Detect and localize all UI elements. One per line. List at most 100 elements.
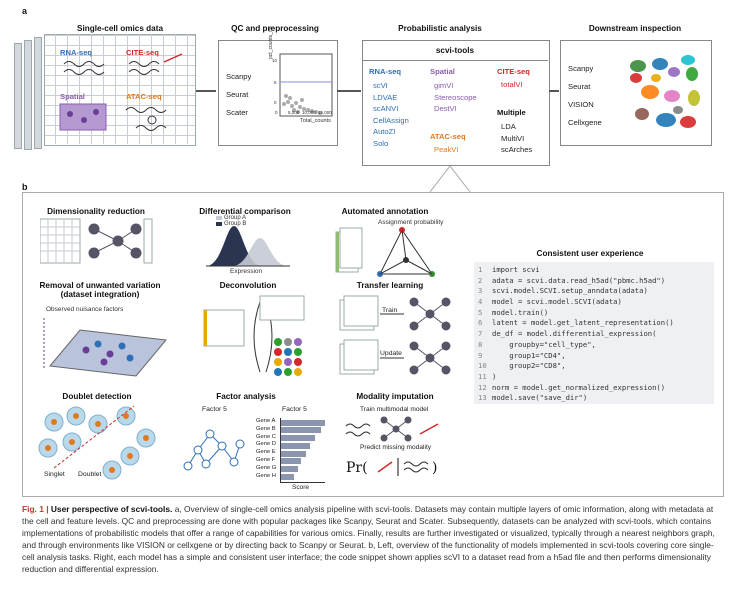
spatial-head: Spatial bbox=[430, 67, 455, 76]
multiple-head: Multiple bbox=[497, 108, 526, 117]
gene-f: Gene F bbox=[256, 456, 276, 463]
code-line: 8 groupby="cell_type", bbox=[478, 339, 596, 349]
qc-ytick-2: 10 bbox=[272, 58, 278, 63]
update-label: Update bbox=[380, 350, 402, 357]
group-b-label: Group B bbox=[224, 221, 247, 227]
cite-head: CITE-seq bbox=[497, 67, 530, 76]
qc-xtick-0: 0 bbox=[275, 110, 278, 115]
omics-glyphs bbox=[59, 53, 183, 131]
model-destvi: DestVI bbox=[434, 104, 457, 113]
score-bar bbox=[281, 419, 325, 426]
atac-head: ATAC-seq bbox=[430, 132, 466, 141]
qc-scatter-plot bbox=[279, 53, 333, 117]
down-tool-cellxgene: Cellxgene bbox=[568, 118, 602, 127]
qc-tool-scanpy: Scanpy bbox=[226, 72, 252, 81]
rna-models: scVI LDVAE scANVI CellAssign AutoZI Solo bbox=[373, 80, 409, 149]
down-tool-vision: VISION bbox=[568, 100, 594, 109]
qc-plot-ylabel: pct_counts_mt bbox=[268, 26, 274, 59]
code-text: model = scvi.model.SCVI(adata) bbox=[492, 297, 622, 307]
gene-a: Gene A bbox=[256, 418, 276, 424]
atac-seq-label: ATAC-seq bbox=[126, 92, 162, 101]
group-a-label: Group A bbox=[224, 215, 247, 221]
callout-triangle bbox=[430, 165, 470, 193]
model-autozi: AutoZI bbox=[373, 127, 396, 136]
qc-tool-seurat: Seurat bbox=[226, 90, 249, 99]
model-scarches: scArches bbox=[501, 145, 533, 154]
gene-b: Gene B bbox=[256, 425, 276, 432]
score-bar bbox=[281, 450, 306, 457]
modimp-title: Modality imputation bbox=[356, 392, 434, 401]
code-text: latent = model.get_latent_representation… bbox=[492, 318, 674, 328]
qc-title: QC and preprocessing bbox=[231, 24, 319, 33]
panel-b-letter: b bbox=[22, 182, 28, 192]
code-line: 11) bbox=[478, 371, 497, 381]
panel-b-frame bbox=[22, 192, 724, 497]
rna-seq-label: RNA-seq bbox=[60, 48, 93, 57]
qc-xtick-1: 5,000 bbox=[288, 110, 300, 115]
model-ldvae: LDVAE bbox=[373, 92, 398, 102]
rna-head: RNA-seq bbox=[369, 67, 402, 76]
arrow-2 bbox=[337, 90, 361, 92]
doublet-graphic bbox=[38, 405, 156, 480]
spatial-models: gimVI Stereoscope DestVI bbox=[434, 80, 477, 115]
pr-formula-graphic: Pr( ) bbox=[346, 458, 437, 476]
caption-body: a, Overview of single-cell omics analysi… bbox=[22, 504, 715, 575]
panel-a-letter: a bbox=[22, 6, 28, 16]
score-bar bbox=[281, 442, 311, 449]
code-text: de_df = model.differential_expression( bbox=[492, 329, 657, 339]
scvi-title: scvi-tools bbox=[435, 46, 475, 55]
factor-title: Factor analysis bbox=[216, 392, 276, 401]
gene-d: Gene D bbox=[256, 441, 276, 448]
umap-embedding bbox=[630, 55, 700, 128]
code-text: model.train() bbox=[492, 307, 549, 317]
model-solo: Solo bbox=[373, 138, 389, 148]
dimred-title: Dimensionality reduction bbox=[47, 207, 145, 216]
autoanno-title: Automated annotation bbox=[341, 207, 429, 216]
code-text: scvi.model.SCVI.setup_anndata(adata) bbox=[492, 286, 648, 296]
code-text: model.save("save_dir") bbox=[492, 393, 588, 403]
autoanno-graphic bbox=[335, 227, 435, 277]
caption-title: User perspective of scvi-tools. bbox=[50, 504, 173, 514]
code-text: ) bbox=[492, 371, 497, 381]
qc-xtick-2: 10,000 bbox=[302, 110, 316, 115]
code-text: adata = scvi.data.read_h5ad("pbmc.h5ad") bbox=[492, 275, 666, 285]
doublet-label: Doublet bbox=[78, 471, 102, 478]
arrow-1 bbox=[196, 90, 216, 92]
train-multi-label: Train multimodal model bbox=[360, 406, 429, 413]
model-scanvi: scANVI bbox=[373, 104, 399, 113]
code-text: norm = model.get_normalized_expression() bbox=[492, 382, 666, 392]
predict-missing-label: Predict missing modality bbox=[360, 444, 432, 451]
scvi-header bbox=[362, 40, 548, 61]
factor5-left: Factor 5 bbox=[202, 406, 227, 413]
down-tool-scanpy: Scanpy bbox=[568, 64, 594, 73]
code-text: import scvi bbox=[492, 265, 540, 274]
scvi-box bbox=[362, 40, 550, 166]
score-bar bbox=[281, 435, 316, 442]
arrow-3 bbox=[549, 90, 559, 92]
expression-label: Expression bbox=[230, 268, 263, 275]
code-line: 9 group1="CD4", bbox=[478, 350, 566, 360]
model-stereoscope: Stereoscope bbox=[434, 92, 477, 102]
prob-title: Probabilistic analysis bbox=[398, 24, 482, 33]
score-bars bbox=[280, 418, 325, 483]
svg-text:Pr(: Pr( bbox=[346, 460, 368, 476]
removal-graphic bbox=[43, 318, 167, 377]
caption-fig-label: Fig. 1 | bbox=[22, 504, 49, 514]
qc-ytick-0: 0 bbox=[274, 100, 277, 105]
gene-h: Gene H bbox=[256, 472, 276, 479]
singlet-label: Singlet bbox=[44, 471, 65, 478]
model-totalvi: totalVI bbox=[501, 80, 523, 89]
transfer-title: Transfer learning bbox=[356, 281, 424, 290]
score-bar bbox=[281, 466, 298, 473]
code-block bbox=[474, 262, 714, 404]
model-scvi: scVI bbox=[373, 81, 388, 90]
